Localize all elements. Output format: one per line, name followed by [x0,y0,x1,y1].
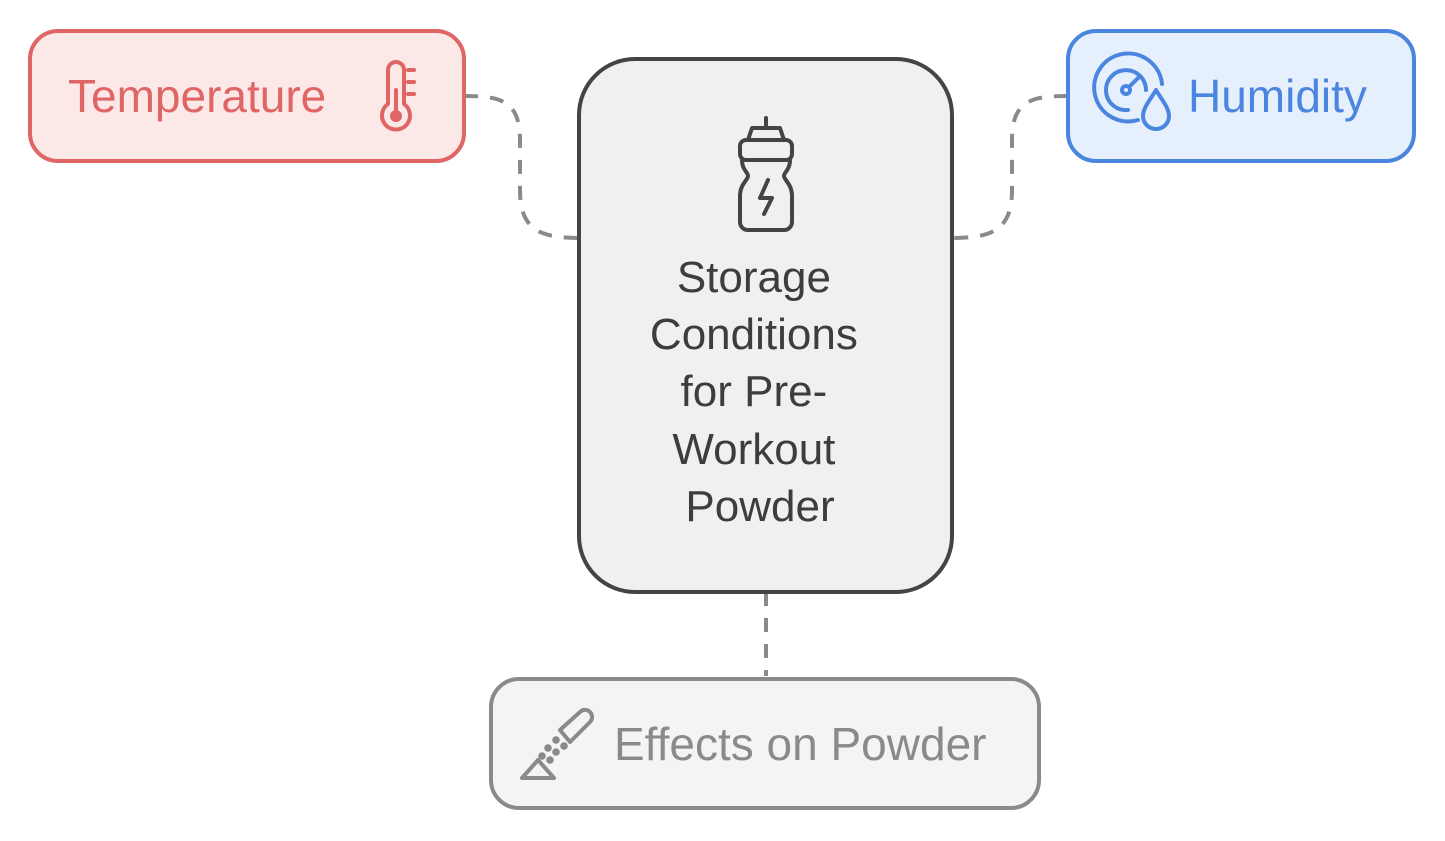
center-title: Storage Conditions for Pre- Workout Powd… [650,253,870,531]
center-title-line-3: for Pre- [681,367,828,416]
connector-temperature [463,94,581,240]
thermometer-icon [380,60,416,132]
shaker-bottle-icon [738,116,794,232]
center-title-line-4: Workout [672,425,835,474]
center-title-line-5: Powder [685,482,834,531]
humidity-label: Humidity [1188,70,1367,122]
center-title-line-1: Storage [677,253,831,302]
connectors [463,94,1069,676]
temperature-label: Temperature [68,70,326,122]
effects-box [489,677,1041,810]
center-title-line-2: Conditions [650,310,858,359]
humidity-gauge-icon [1092,51,1171,131]
node-effects: Effects on Powder [489,677,1041,810]
powder-scoop-icon [520,707,595,780]
node-temperature: Temperature [28,29,466,163]
connector-humidity [951,94,1069,240]
temperature-box [28,29,466,163]
effects-label: Effects on Powder [614,718,986,770]
node-humidity: Humidity [1066,29,1416,163]
node-center: Storage Conditions for Pre- Workout Powd… [577,57,954,594]
center-box [577,57,954,594]
